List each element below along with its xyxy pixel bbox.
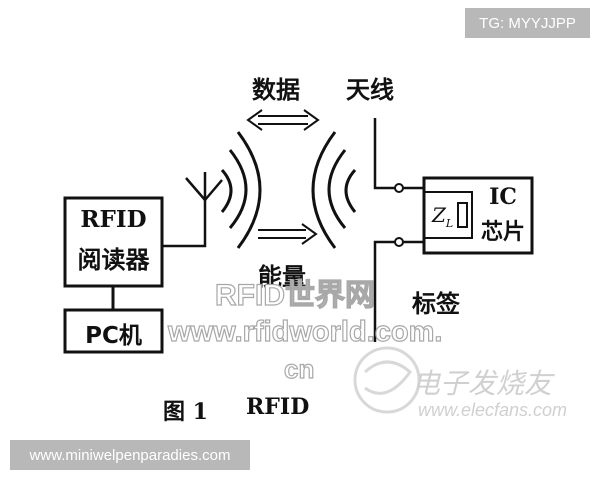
elecfans-url-watermark: www.elecfans.com: [418, 400, 568, 420]
reader-wave-icon: [220, 131, 262, 249]
figure-caption: RFID: [246, 394, 310, 420]
reader-label-line2: 阅读器: [77, 246, 150, 274]
impedance-box: [423, 191, 473, 239]
data-double-arrow-icon: [246, 109, 320, 131]
bottom-badge: www.miniwelpenparadies.com: [10, 440, 250, 470]
tag-wave-icon: [311, 131, 357, 249]
reader-antenna-icon: [185, 172, 223, 201]
rfidworld-url-tail-watermark: cn: [283, 353, 315, 384]
chip-label: 芯片: [480, 220, 525, 245]
antenna-label: 天线: [346, 76, 394, 104]
elecfans-watermark: 电子发烧友: [412, 368, 553, 399]
reader-label-line1: RFID: [80, 206, 147, 233]
impedance-resistor-icon: [457, 202, 468, 228]
tag-terminal-bottom: [394, 237, 404, 247]
elecfans-logo-icon: [353, 346, 421, 414]
data-label: 数据: [252, 76, 300, 104]
reader-antenna-feed: [162, 200, 207, 248]
rfidworld-watermark: RFID世界网: [214, 278, 375, 312]
energy-label: 能量: [258, 263, 306, 291]
energy-arrow-icon: [258, 223, 318, 245]
elecfans-logo-swirl: [363, 360, 413, 395]
impedance-label: ZL: [432, 203, 454, 230]
tag-antenna-lines: [373, 118, 424, 342]
rfidworld-url-watermark: www.rfidworld.com.: [167, 315, 443, 348]
tag-terminal-top: [394, 183, 404, 193]
pc-label: PC机: [85, 323, 142, 349]
ic-label: IC: [489, 184, 517, 210]
tag-label: 标签: [412, 290, 460, 318]
figure-number: 图 1: [163, 399, 208, 425]
top-badge: TG: MYYJJPP: [465, 8, 590, 38]
